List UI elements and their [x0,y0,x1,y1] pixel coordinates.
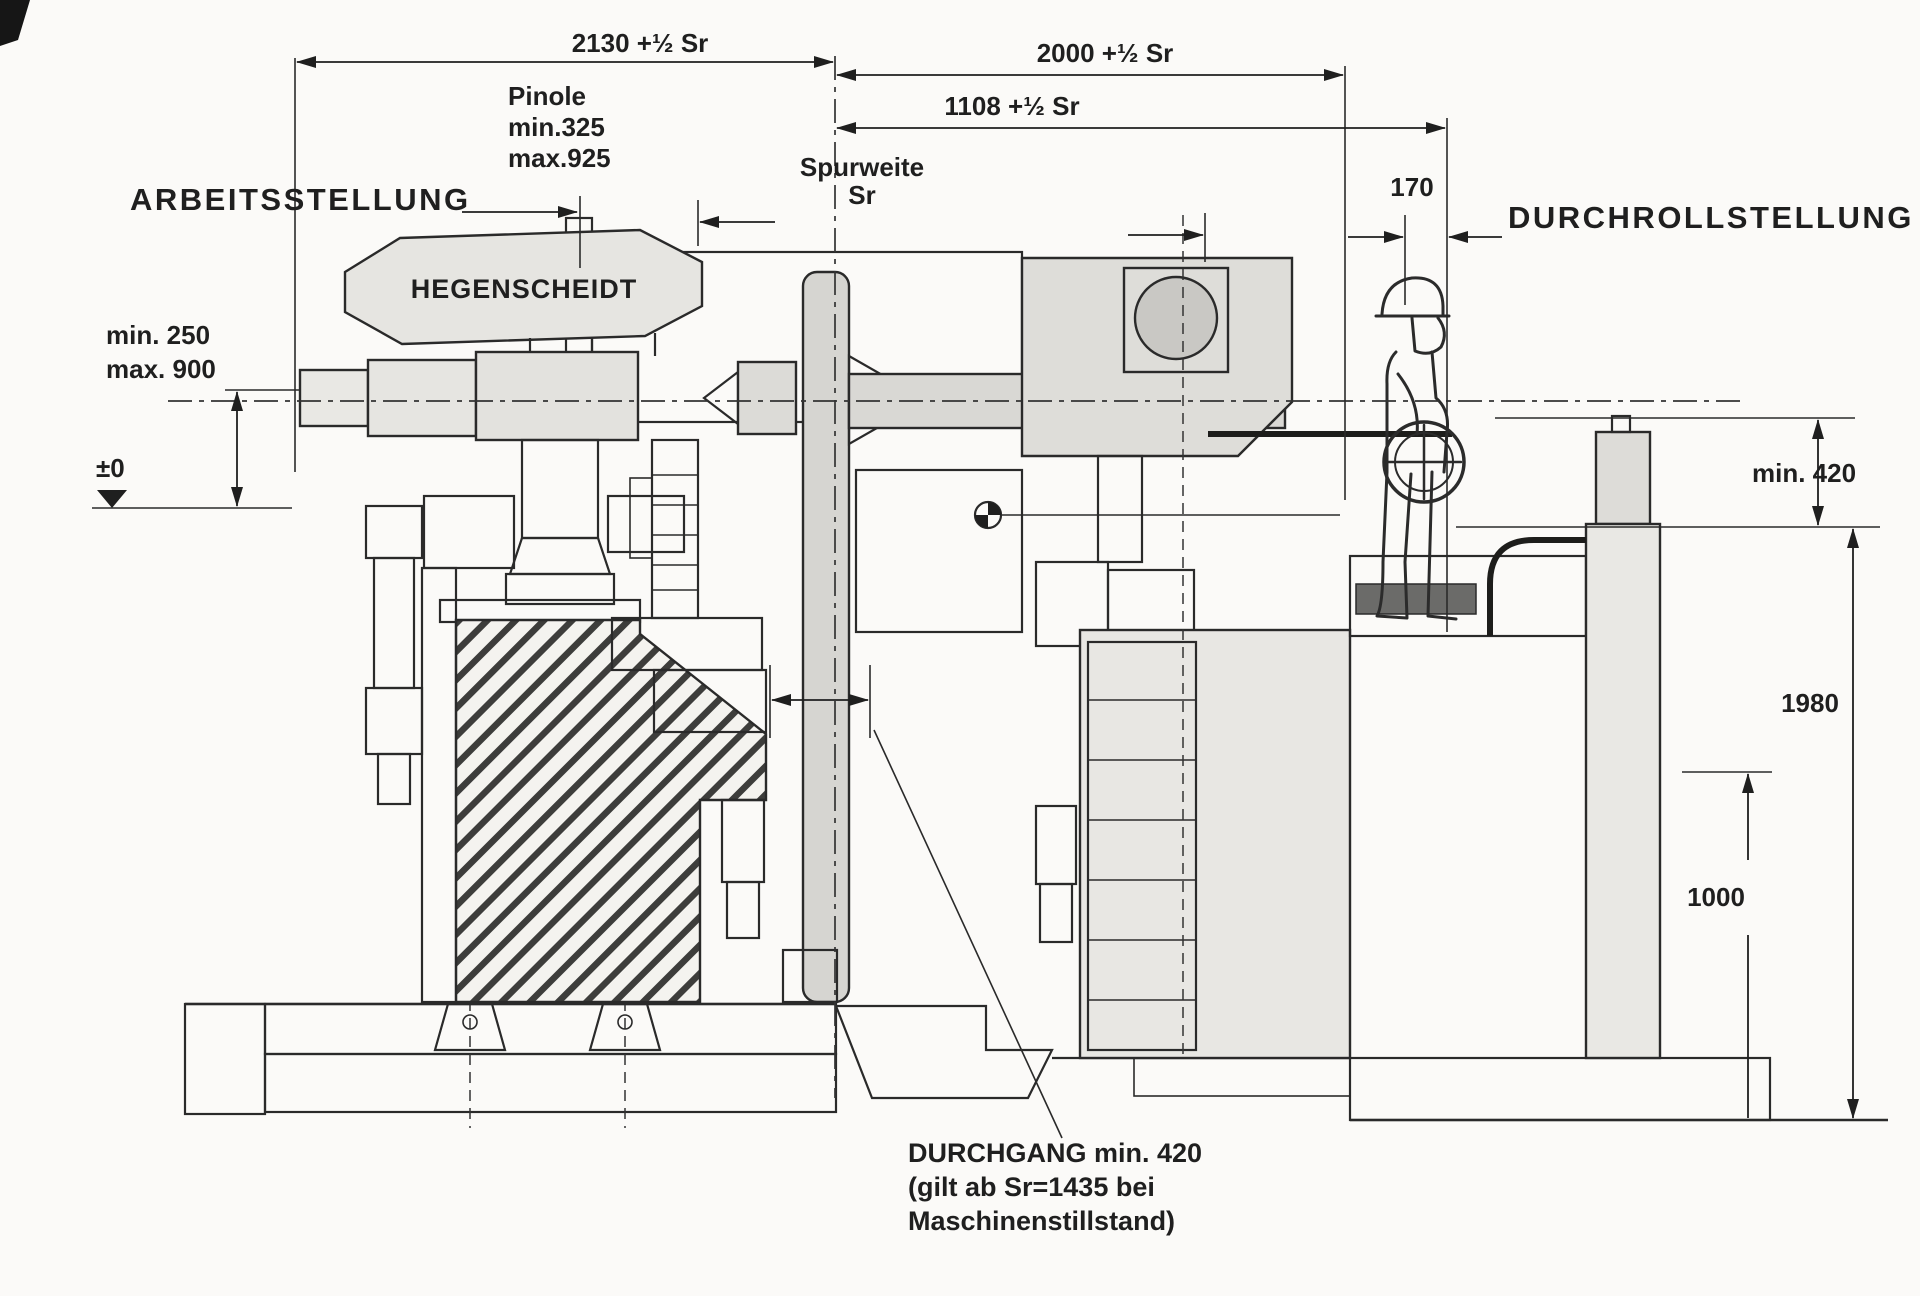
dim-height-1980: 1980 [1781,688,1839,718]
durchgang-note-line3: Maschinenstillstand) [908,1206,1175,1236]
support-foot [588,1002,662,1052]
gauge-symbol: Sr [848,180,875,210]
pinole-label: Pinole [508,81,586,111]
center-pit [834,1004,1054,1100]
rail-clamp [781,948,839,1004]
right-column [1584,522,1662,1060]
hard-hat [1380,276,1445,317]
left-position-heading: ARBEITSSTELLUNG [130,182,471,217]
pinole-max: max.925 [508,143,611,173]
handwheel [1382,420,1466,504]
support-stand [1078,628,1352,1060]
spindle-cylinder [366,358,478,438]
headstock-block [474,350,640,442]
access-steps [1086,640,1198,1052]
dim-span-right: 2000 +½ Sr [1037,38,1174,68]
durchgang-note-line2: (gilt ab Sr=1435 bei [908,1172,1155,1202]
dim-height-1000: 1000 [1687,882,1745,912]
right-machine-unit [1020,256,1662,1060]
hegenscheidt-badge [343,228,704,346]
drive-motor-circle [1133,275,1219,361]
support-foot [433,1002,507,1052]
scan-artifact [0,0,30,46]
gauge-label: Spurweite [800,152,924,182]
left-machine-unit [298,228,798,1052]
clearance-right-label: min. 420 [1752,458,1856,488]
conduit-pipe [1487,537,1586,636]
operator-figure [1374,276,1466,621]
datum-zero-label: ±0 [96,453,125,483]
dim-offset-170: 170 [1390,172,1433,202]
wheel-disc [801,270,851,1004]
machine-base-body [454,618,768,1004]
tool-column [650,438,700,620]
spindle-end-cap [298,368,370,428]
dim-span-left: 2130 +½ Sr [572,28,709,58]
pinole-min: min.325 [508,112,605,142]
tool-shank-right [1034,804,1078,886]
wheel-back-datum [973,500,1340,530]
spindle-min-label: min. 250 [106,320,210,350]
dimension-annotations: 2130 +½ Sr 2000 +½ Sr 1108 +½ Sr 170 Spu… [92,28,1880,1139]
datum-triangle [97,490,127,508]
spindle-max-label: max. 900 [106,354,216,384]
drive-unit-housing [1020,256,1294,458]
durchgang-leader-line [873,729,1063,1139]
durchgang-note-line1: DURCHGANG min. 420 [908,1138,1202,1168]
foundation [183,1000,1888,1128]
tool-shank-left [720,798,766,884]
right-position-heading: DURCHROLLSTELLUNG [1508,200,1914,235]
dim-span-inner-right: 1108 +½ Sr [944,91,1079,121]
brand-badge-label: HEGENSCHEIDT [411,274,638,304]
dead-center-tip [702,369,740,427]
